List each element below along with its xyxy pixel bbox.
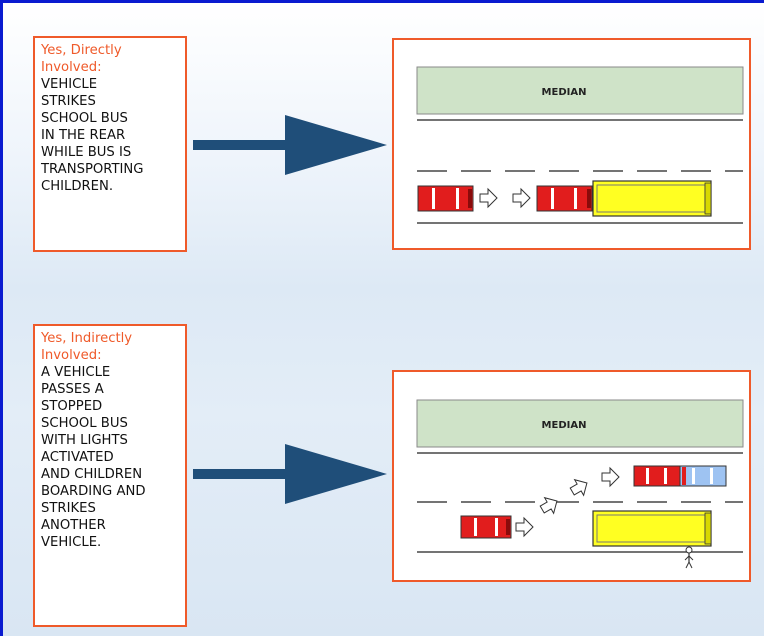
directly-body-line-7: CHILDREN. <box>41 179 114 194</box>
indirectly-body-line-2: PASSES A <box>41 382 104 397</box>
right-arrow-icon <box>193 444 387 504</box>
child-icon <box>684 546 694 569</box>
median-strip <box>416 66 744 115</box>
police-car-icon <box>679 465 727 487</box>
hollow-arrow-icon <box>515 516 534 538</box>
directly-body-line-1: VEHICLE <box>41 77 98 92</box>
hollow-arrow-icon <box>539 496 558 515</box>
diagram-canvas: MEDIAN <box>416 66 744 224</box>
directly-body-line-4: IN THE REAR <box>41 128 126 143</box>
car-icon <box>417 185 474 212</box>
school-bus-icon <box>592 180 712 217</box>
car-icon <box>633 465 681 487</box>
indirectly-involved-diagram: MEDIAN <box>392 370 751 582</box>
median-strip <box>416 399 744 448</box>
indirectly-body-line-4: SCHOOL BUS <box>41 416 128 431</box>
indirectly-involved-textbox: Yes, Indirectly Involved: A VEHICLE PASS… <box>33 324 187 627</box>
directly-body-line-3: SCHOOL BUS <box>41 111 128 126</box>
indirectly-body-line-6: ACTIVATED <box>41 450 114 465</box>
right-arrow-icon <box>193 115 387 175</box>
directly-involved-textbox: Yes, Directly Involved: VEHICLE STRIKES … <box>33 36 187 252</box>
car-icon <box>536 185 593 212</box>
indirectly-body-line-3: STOPPED <box>41 399 103 414</box>
school-bus-icon <box>592 510 712 547</box>
median-label: MEDIAN <box>542 87 587 98</box>
directly-body-line-5: WHILE BUS IS <box>41 145 132 160</box>
indirectly-body-line-1: A VEHICLE <box>41 365 111 380</box>
indirectly-heading-line-1: Yes, Indirectly <box>41 331 133 346</box>
hollow-arrow-icon <box>601 466 620 488</box>
directly-heading-line-1: Yes, Directly <box>41 43 122 58</box>
indirectly-body-line-8: BOARDING AND <box>41 484 146 499</box>
median-label: MEDIAN <box>542 420 587 431</box>
directly-involved-diagram: MEDIAN <box>392 38 751 250</box>
indirectly-heading-line-2: Involved: <box>41 348 102 363</box>
hollow-arrow-icon <box>479 187 498 209</box>
directly-body-line-2: STRIKES <box>41 94 96 109</box>
directly-heading-line-2: Involved: <box>41 60 102 75</box>
indirectly-body-line-11: VEHICLE. <box>41 535 102 550</box>
car-icon <box>460 515 512 539</box>
indirectly-body-line-10: ANOTHER <box>41 518 106 533</box>
hollow-arrow-icon <box>569 478 588 497</box>
hollow-arrow-icon <box>512 187 531 209</box>
diagram-canvas: MEDIAN <box>416 399 744 569</box>
indirectly-body-line-7: AND CHILDREN <box>41 467 143 482</box>
indirectly-body-line-5: WITH LIGHTS <box>41 433 128 448</box>
directly-body-line-6: TRANSPORTING <box>41 162 144 177</box>
indirectly-body-line-9: STRIKES <box>41 501 96 516</box>
